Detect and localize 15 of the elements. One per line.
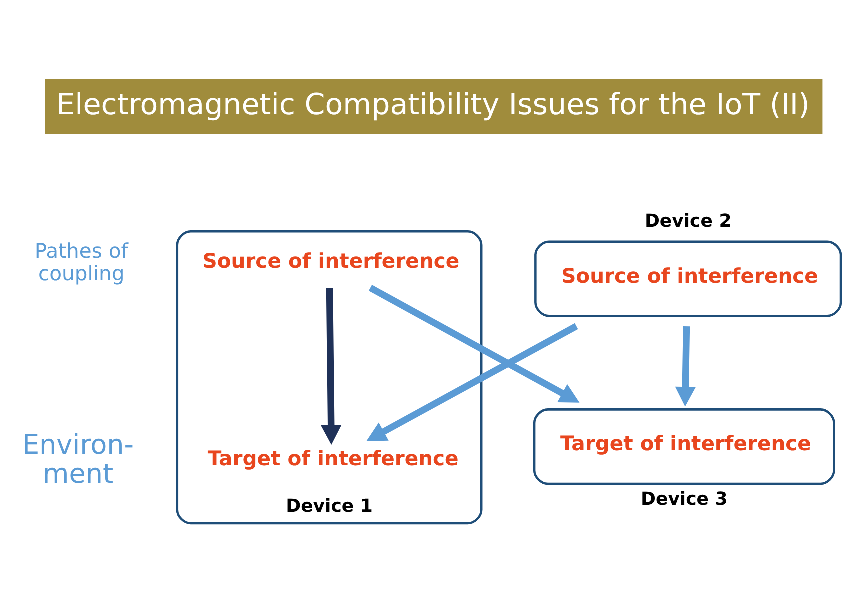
arrow	[321, 288, 342, 445]
node-label: Device 3	[641, 488, 728, 510]
label: Environ- ment	[22, 429, 134, 490]
diagram-title: Electromagnetic Compatibility Issues for the IoT (II)	[56, 86, 810, 121]
arrow	[366, 322, 578, 441]
node-label: Device 2	[644, 210, 732, 232]
cluster	[176, 230, 483, 524]
label: Pathes of coupling	[34, 238, 128, 286]
node-box: Source of interference	[534, 240, 842, 317]
arrow	[675, 326, 696, 406]
node-box: Target of interference	[533, 408, 836, 485]
node-label: Device 1	[286, 495, 373, 516]
node-text: Target of interference	[208, 446, 459, 470]
node-text: Source of interference	[202, 248, 460, 273]
arrow	[368, 284, 580, 402]
